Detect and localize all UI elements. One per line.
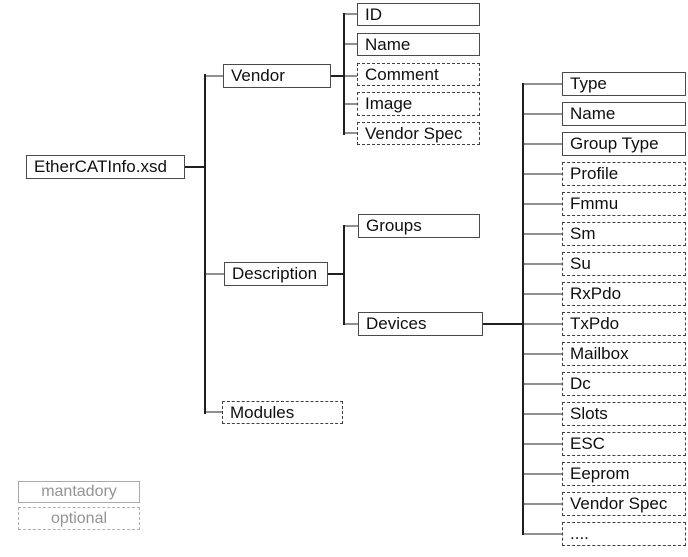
connector-groups-stub	[345, 225, 358, 227]
node-device-slots: Slots	[562, 402, 686, 426]
connector-devices-children-trunk	[522, 83, 524, 535]
node-ethercatinfo-root: EtherCATInfo.xsd	[26, 155, 185, 179]
connector-description-children-trunk	[343, 225, 345, 325]
connector-devvendorspec-stub	[524, 503, 562, 505]
connector-eeprom-stub	[524, 473, 562, 475]
connector-mailbox-stub	[524, 353, 562, 355]
node-device-grouptype: Group Type	[562, 132, 686, 156]
connector-type-stub	[524, 83, 562, 85]
connector-devname-stub	[524, 113, 562, 115]
node-device-fmmu: Fmmu	[562, 192, 686, 216]
connector-comment-stub	[345, 75, 357, 77]
connector-vendorspec-stub	[345, 132, 357, 134]
connector-ellipsis-stub	[524, 533, 562, 535]
node-device-ellipsis: ....	[562, 522, 686, 546]
node-device-eeprom: Eeprom	[562, 462, 686, 486]
connector-su-stub	[524, 263, 562, 265]
connector-profile-stub	[524, 173, 562, 175]
connector-level1-trunk	[204, 74, 206, 414]
connector-esc-stub	[524, 443, 562, 445]
node-device-type: Type	[562, 72, 686, 96]
node-devices: Devices	[358, 312, 483, 336]
node-description: Description	[224, 262, 328, 286]
node-device-su: Su	[562, 252, 686, 276]
node-vendor-id: ID	[357, 3, 480, 26]
node-device-dc: Dc	[562, 372, 686, 396]
node-vendor-name: Name	[357, 33, 480, 56]
connector-description-right	[328, 273, 345, 275]
connector-description-stub	[206, 273, 224, 275]
connector-name-stub	[345, 43, 357, 45]
connector-root-to-trunk	[183, 166, 206, 168]
node-vendor-vendorspec: Vendor Spec	[357, 122, 480, 145]
connector-rxpdo-stub	[524, 293, 562, 295]
node-vendor-image: Image	[357, 92, 480, 116]
node-device-esc: ESC	[562, 432, 686, 456]
connector-vendor-children-trunk	[343, 13, 345, 135]
node-modules: Modules	[222, 401, 343, 424]
legend-optional-box: optional	[18, 507, 140, 530]
connector-devices-stub	[345, 323, 358, 325]
connector-vendor-stub	[206, 75, 223, 77]
connector-dc-stub	[524, 383, 562, 385]
legend-mandatory-box: mantadory	[18, 481, 140, 503]
connector-slots-stub	[524, 413, 562, 415]
node-groups: Groups	[358, 214, 480, 238]
connector-sm-stub	[524, 233, 562, 235]
connector-image-stub	[345, 103, 357, 105]
node-device-mailbox: Mailbox	[562, 342, 686, 366]
node-device-rxpdo: RxPdo	[562, 282, 686, 306]
node-device-txpdo: TxPdo	[562, 312, 686, 336]
node-device-sm: Sm	[562, 222, 686, 246]
node-vendor-comment: Comment	[357, 63, 480, 86]
connector-fmmu-stub	[524, 203, 562, 205]
connector-txpdo-stub	[524, 323, 562, 325]
node-device-name: Name	[562, 102, 686, 126]
connector-vendor-right	[329, 75, 345, 77]
node-device-vendorspec: Vendor Spec	[562, 492, 686, 516]
connector-modules-stub	[206, 411, 222, 413]
connector-devices-right	[481, 323, 524, 325]
connector-grouptype-stub	[524, 143, 562, 145]
node-vendor: Vendor	[223, 64, 331, 88]
node-device-profile: Profile	[562, 162, 686, 186]
connector-id-stub	[345, 13, 357, 15]
